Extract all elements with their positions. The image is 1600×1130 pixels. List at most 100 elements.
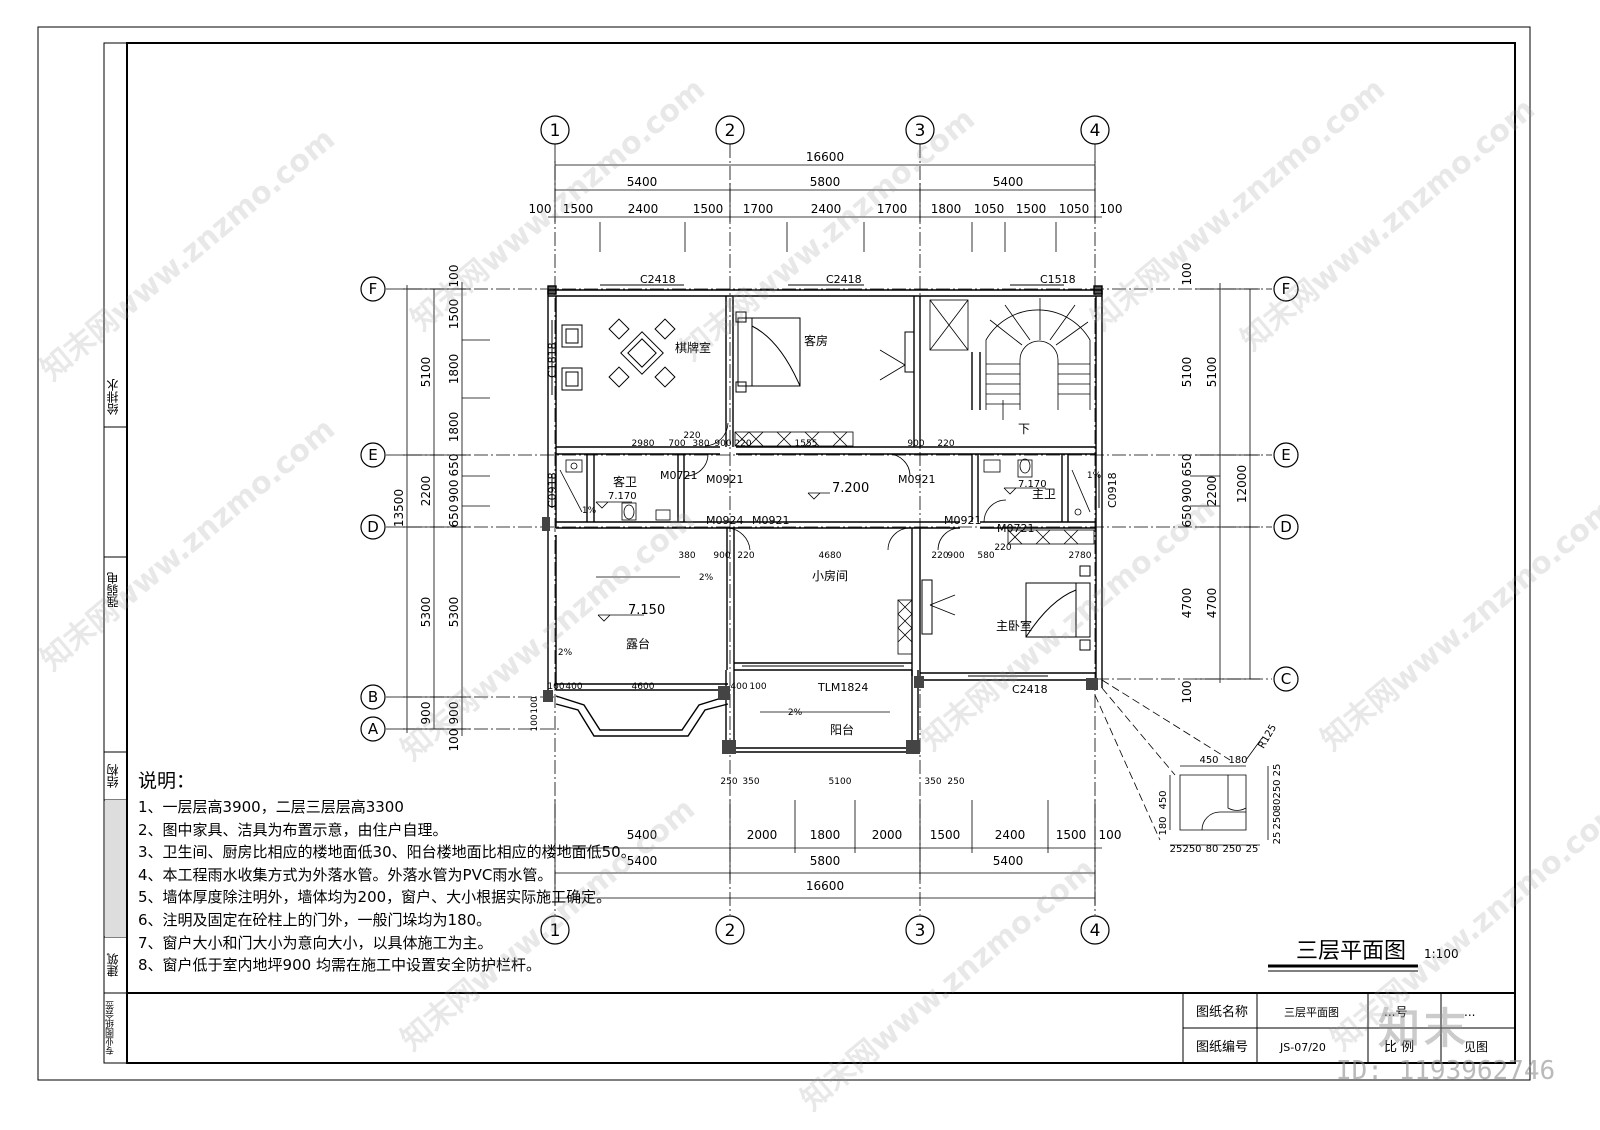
dim-right-span: 5100 (1205, 357, 1219, 388)
dim-top-part: 1800 (931, 202, 962, 216)
detail-dim: 180 (1228, 755, 1247, 766)
axis-bottom-4: 4 (1090, 921, 1101, 941)
inner-dim: 350 (742, 777, 759, 787)
inner-dim: 4600 (632, 682, 655, 692)
dim-top-span-2: 5800 (810, 175, 841, 189)
master-bed (921, 565, 1091, 651)
dim-top-part: 1050 (974, 202, 1005, 216)
inner-dim: 220 (994, 543, 1011, 553)
axis-top-1: 1 (550, 121, 561, 141)
dim-top-part: 1050 (1059, 202, 1090, 216)
detail-dim: 450 (1158, 790, 1169, 809)
door-label: M0921 (898, 473, 936, 486)
inner-dim: 220 (734, 439, 751, 449)
inner-dim: 900 (907, 439, 924, 449)
dim-right-part: 650 (1180, 505, 1194, 528)
design-notes: 说明： 1、一层层高3900，二层三层层高3300 2、图中家具、洁具为布置示意… (138, 768, 636, 977)
axis-left-A: A (368, 720, 379, 738)
note-item: 2、图中家具、洁具为布置示意，由住户自理。 (138, 820, 448, 839)
slope: 1% (1087, 471, 1102, 481)
room-guest-bath: 客卫 (613, 474, 637, 489)
detail-dim: 250 (1222, 844, 1241, 855)
dim-bottom-span: 5400 (627, 854, 658, 868)
staircase (929, 298, 1091, 420)
inner-dim: 350 (924, 777, 941, 787)
dim-top-part: 100 (529, 202, 552, 216)
side-label-structure: 结构 (106, 764, 120, 788)
tb-scale-label: 比 例 (1384, 1040, 1414, 1055)
drawing-title: 三层平面图 (1296, 939, 1406, 964)
note-item: 7、窗户大小和门大小为意向大小，以具体施工为主。 (138, 933, 493, 952)
axis-right-C: C (1281, 670, 1291, 688)
axis-top-3: 3 (915, 121, 926, 141)
detail-dim: 25 (1272, 764, 1283, 777)
dim-top-total: 16600 (806, 150, 844, 164)
window-label: C2418 (1012, 683, 1048, 696)
detail-dim: 25 (1170, 844, 1183, 855)
detail-dim: 250 (1272, 810, 1283, 829)
inner-dim: 380 (692, 439, 709, 449)
slope: 2% (558, 648, 573, 658)
inner-dim: 250 (720, 777, 737, 787)
dim-right-part: 900 (1180, 480, 1194, 503)
dim-top-part: 1700 (743, 202, 774, 216)
axis-bottom-1: 1 (550, 921, 561, 941)
axis-bottom-2: 2 (725, 921, 736, 941)
tb-name-label: 图纸名称 (1196, 1004, 1248, 1020)
inner-dim: 100 (530, 696, 540, 713)
window-label: C0918 (546, 472, 559, 508)
inner-dim: 4680 (819, 551, 842, 561)
axis-right-E: E (1281, 446, 1290, 464)
dim-top-part: 1500 (563, 202, 594, 216)
chess-table (561, 318, 676, 391)
tb-proj-value: ... (1464, 1005, 1475, 1019)
tb-name-value: 三层平面图 (1284, 1006, 1339, 1019)
window-label: C0918 (1106, 472, 1119, 508)
detail-dim: 80 (1206, 844, 1219, 855)
detail-dim: 25 (1272, 832, 1283, 845)
inner-dim: 380 (678, 551, 695, 561)
inner-dim: 900 (713, 551, 730, 561)
inner-dim: 700 (668, 439, 685, 449)
note-item: 5、墙体厚度除注明外，墙体均为200，窗户、大小根据实际施工确定。 (138, 888, 612, 907)
dim-left-part: 650 (447, 505, 461, 528)
note-item: 1、一层层高3900，二层三层层高3300 (138, 798, 404, 816)
guest-bed (735, 311, 915, 393)
dim-right-span: 4700 (1205, 588, 1219, 619)
dim-top-part: 1500 (693, 202, 724, 216)
dim-bottom-part: 1800 (810, 828, 841, 842)
dim-bottom-span: 5800 (810, 854, 841, 868)
dim-bottom-part: 2000 (872, 828, 903, 842)
axis-top-4: 4 (1090, 121, 1101, 141)
note-item: 6、注明及固定在砼柱上的门外，一般门垛均为180。 (138, 910, 492, 929)
axis-right-D: D (1280, 518, 1292, 536)
dim-left-part: 1800 (447, 354, 461, 385)
dim-left-span: 900 (419, 702, 433, 725)
stair-down: 下 (1018, 422, 1030, 436)
door-label: M0721 (997, 522, 1035, 535)
dim-bottom-part: 5400 (627, 828, 658, 842)
detail-dim: 450 (1199, 755, 1218, 766)
inner-dim: 2980 (632, 439, 655, 449)
window-label: C1518 (1040, 273, 1076, 286)
drawing-scale: 1:100 (1424, 947, 1459, 961)
inner-dim: 220 (737, 551, 754, 561)
dim-right-part: 5100 (1180, 357, 1194, 388)
side-label-signoff: 专业图纸会签 (106, 1001, 116, 1055)
dim-left-part: 1800 (447, 412, 461, 443)
dim-left-span: 2200 (419, 476, 433, 507)
inner-dim: 580 (977, 551, 994, 561)
inner-dim: 220 (937, 439, 954, 449)
door-label: M0921 (706, 473, 744, 486)
axis-top-2: 2 (725, 121, 736, 141)
dim-top-part: 1700 (877, 202, 908, 216)
inner-dim: 5100 (829, 777, 852, 787)
detail-dim: 250 (1182, 844, 1201, 855)
dim-bottom-part: 1500 (930, 828, 961, 842)
axis-left-B: B (368, 688, 378, 706)
detail-dim: 80 (1272, 799, 1283, 812)
window-label: C2418 (826, 273, 862, 286)
dim-top-span-1: 5400 (627, 175, 658, 189)
hatched-strip (105, 800, 126, 937)
